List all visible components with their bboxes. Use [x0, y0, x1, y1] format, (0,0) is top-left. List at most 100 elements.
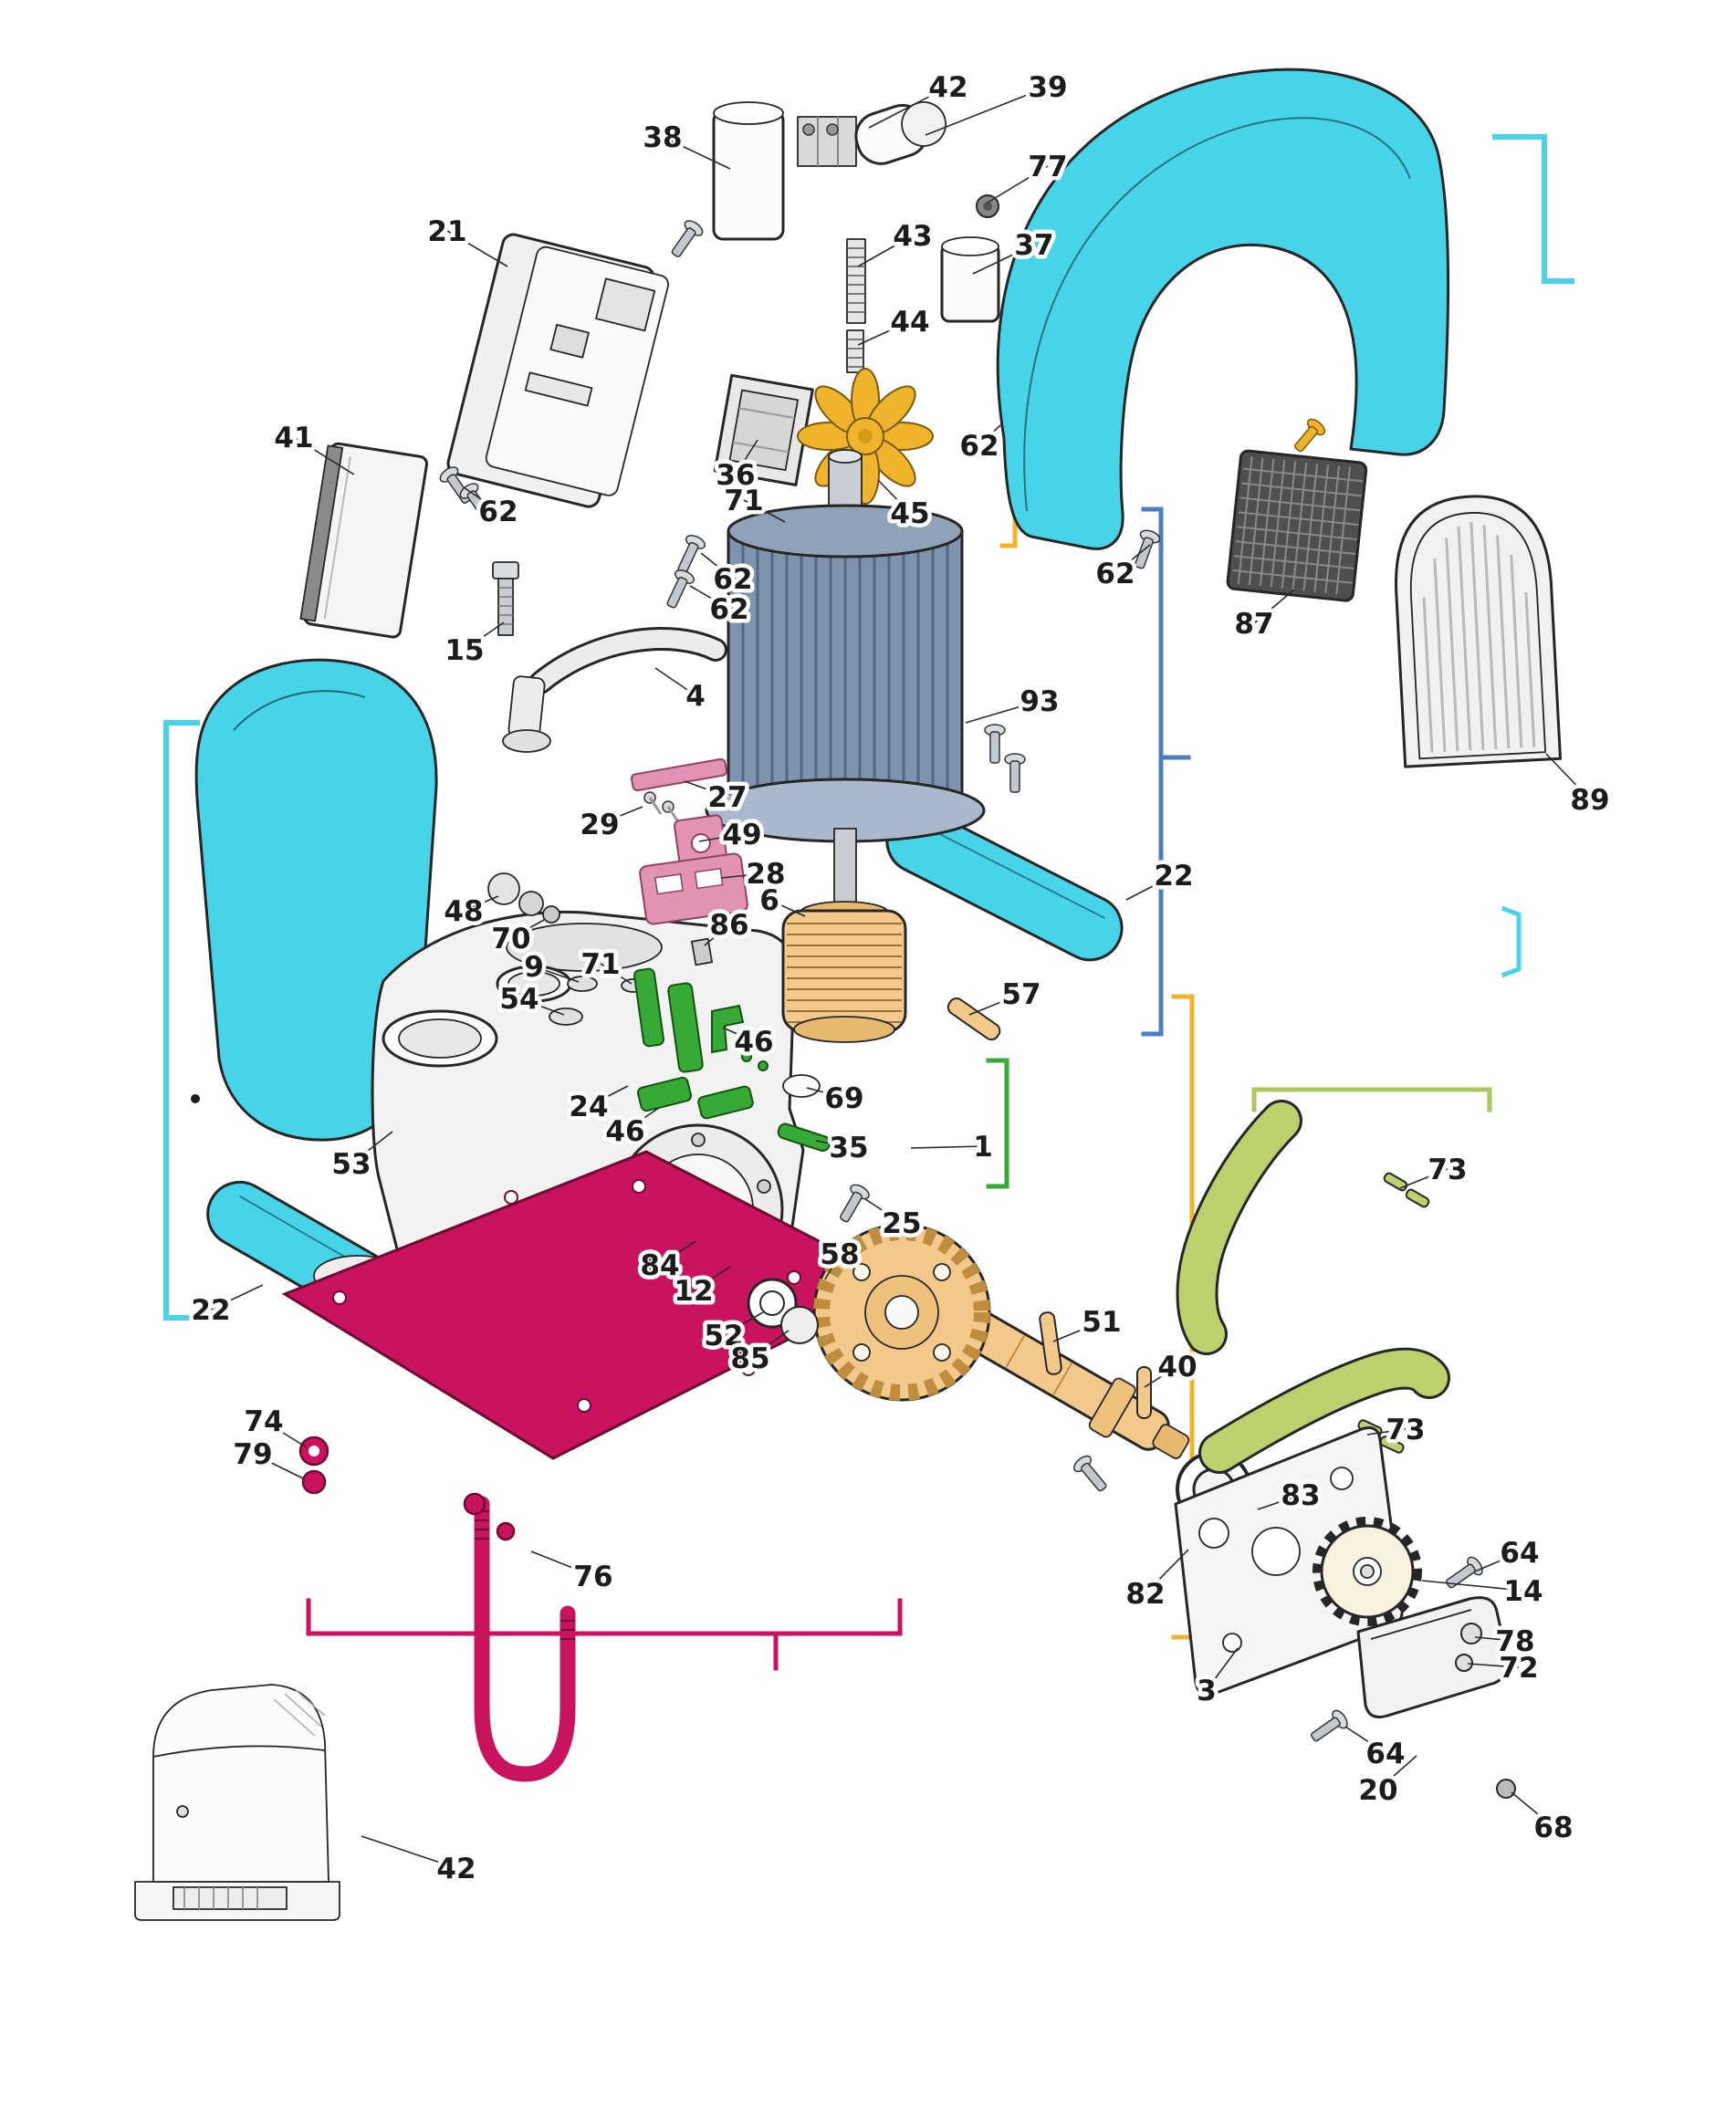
leader-line — [361, 1835, 457, 1869]
part-label-35: 35 — [829, 1132, 868, 1164]
cooling-fan — [797, 368, 934, 505]
leader-line — [533, 966, 580, 983]
part-label-20: 20 — [1358, 1774, 1397, 1807]
part-label-83: 83 — [1281, 1479, 1320, 1512]
leader-line — [769, 899, 806, 917]
part-label-21: 21 — [427, 215, 466, 248]
part-label-36: 36 — [716, 459, 755, 492]
cover-hood-top-right — [996, 68, 1450, 550]
washer-b — [1455, 1654, 1473, 1672]
leader-line — [689, 585, 730, 610]
part-label-15: 15 — [444, 634, 484, 667]
part-label-52: 52 — [704, 1320, 743, 1352]
leader-line — [910, 1145, 984, 1149]
leader-line — [654, 667, 696, 696]
leader-line — [749, 1330, 790, 1359]
arched-grille-panel — [1395, 495, 1563, 768]
release-arm — [502, 627, 727, 753]
adjuster-knobs — [487, 872, 560, 924]
leader-line — [1366, 1428, 1407, 1436]
bracket-cyan-left — [163, 720, 200, 1321]
leader-line — [693, 1266, 731, 1291]
leader-line — [972, 244, 1035, 275]
part-label-64: 64 — [1365, 1738, 1405, 1770]
limit-switch-parts — [631, 757, 748, 925]
control-board-bracket — [446, 233, 670, 508]
leader-line — [1052, 1321, 1103, 1342]
leader-line — [210, 1284, 264, 1310]
release-handles — [1176, 1100, 1450, 1474]
part-label-29: 29 — [580, 809, 619, 841]
leader-line — [600, 963, 633, 985]
electric-motor — [705, 449, 986, 906]
base-plate — [281, 1150, 904, 1460]
rear-mounting-plate — [1174, 1426, 1404, 1697]
part-label-62: 62 — [709, 593, 748, 626]
leader-line — [987, 165, 1049, 204]
part-label-78: 78 — [1495, 1625, 1534, 1658]
part-label-73: 73 — [1427, 1154, 1467, 1186]
part-label-40: 40 — [1157, 1351, 1197, 1383]
part-label-77: 77 — [1028, 151, 1067, 183]
part-label-1: 1 — [973, 1131, 993, 1164]
leader-line — [925, 86, 1049, 136]
part-label-82: 82 — [1125, 1578, 1165, 1611]
leader-line — [700, 552, 734, 579]
part-label-93: 93 — [1020, 685, 1059, 718]
fastener-screws — [436, 217, 1486, 1748]
part-label-64: 64 — [1500, 1537, 1539, 1570]
leader-line — [1144, 1365, 1178, 1388]
leader-line — [252, 1453, 304, 1479]
leader-line — [868, 86, 949, 129]
leader-line — [446, 230, 508, 267]
part-label-84: 84 — [640, 1249, 679, 1282]
leader-line — [877, 479, 911, 514]
leader-line — [518, 997, 565, 1016]
leader-line — [662, 136, 731, 170]
board-mounting-plate — [299, 442, 429, 639]
leader-line — [735, 439, 758, 475]
leader-line — [530, 1550, 594, 1577]
leader-line — [1474, 1636, 1516, 1642]
part-label-62: 62 — [959, 430, 999, 463]
leader-line — [857, 320, 911, 346]
leader-line — [857, 235, 914, 267]
leader-line — [588, 1085, 629, 1107]
bracket-lightgreen-right — [1251, 1087, 1492, 1112]
assembled-operator-unit — [134, 1684, 340, 1921]
part-label-24: 24 — [569, 1091, 608, 1123]
part-label-12: 12 — [674, 1275, 713, 1308]
leader-line — [1206, 1647, 1239, 1691]
leader-line — [624, 1107, 660, 1132]
bracket-green-center — [986, 1058, 1009, 1189]
part-label-28: 28 — [746, 858, 785, 891]
leader-line — [1421, 1580, 1524, 1592]
part-label-79: 79 — [233, 1438, 272, 1471]
part-label-49: 49 — [722, 819, 761, 851]
part-label-62: 62 — [713, 563, 752, 596]
leader-line — [704, 924, 730, 946]
release-lever-parts — [633, 967, 831, 1153]
part-label-45: 45 — [890, 497, 929, 530]
part-label-74: 74 — [244, 1405, 283, 1438]
leader-line — [1145, 1549, 1189, 1594]
leader-line — [1467, 1663, 1520, 1668]
leader-line — [1125, 874, 1175, 901]
leader-line — [659, 1240, 696, 1266]
bellows-coupling — [781, 901, 907, 1043]
ventilation-grille — [1226, 449, 1368, 602]
leader-line — [1511, 1791, 1554, 1828]
anchor-u-bolt — [474, 1496, 576, 1782]
anchor-nuts — [298, 1436, 516, 1541]
leader-line — [1377, 1755, 1417, 1791]
part-label-42: 42 — [436, 1853, 476, 1885]
leader-line — [723, 1311, 764, 1336]
part-label-53: 53 — [331, 1148, 371, 1181]
leader-line — [1253, 589, 1295, 624]
part-label-69: 69 — [824, 1082, 863, 1115]
leader-line — [722, 1027, 755, 1042]
pinion-gear — [1312, 1517, 1422, 1626]
gold-screw — [1294, 418, 1326, 453]
part-label-22: 22 — [191, 1294, 230, 1327]
capacitor-small — [854, 101, 946, 165]
